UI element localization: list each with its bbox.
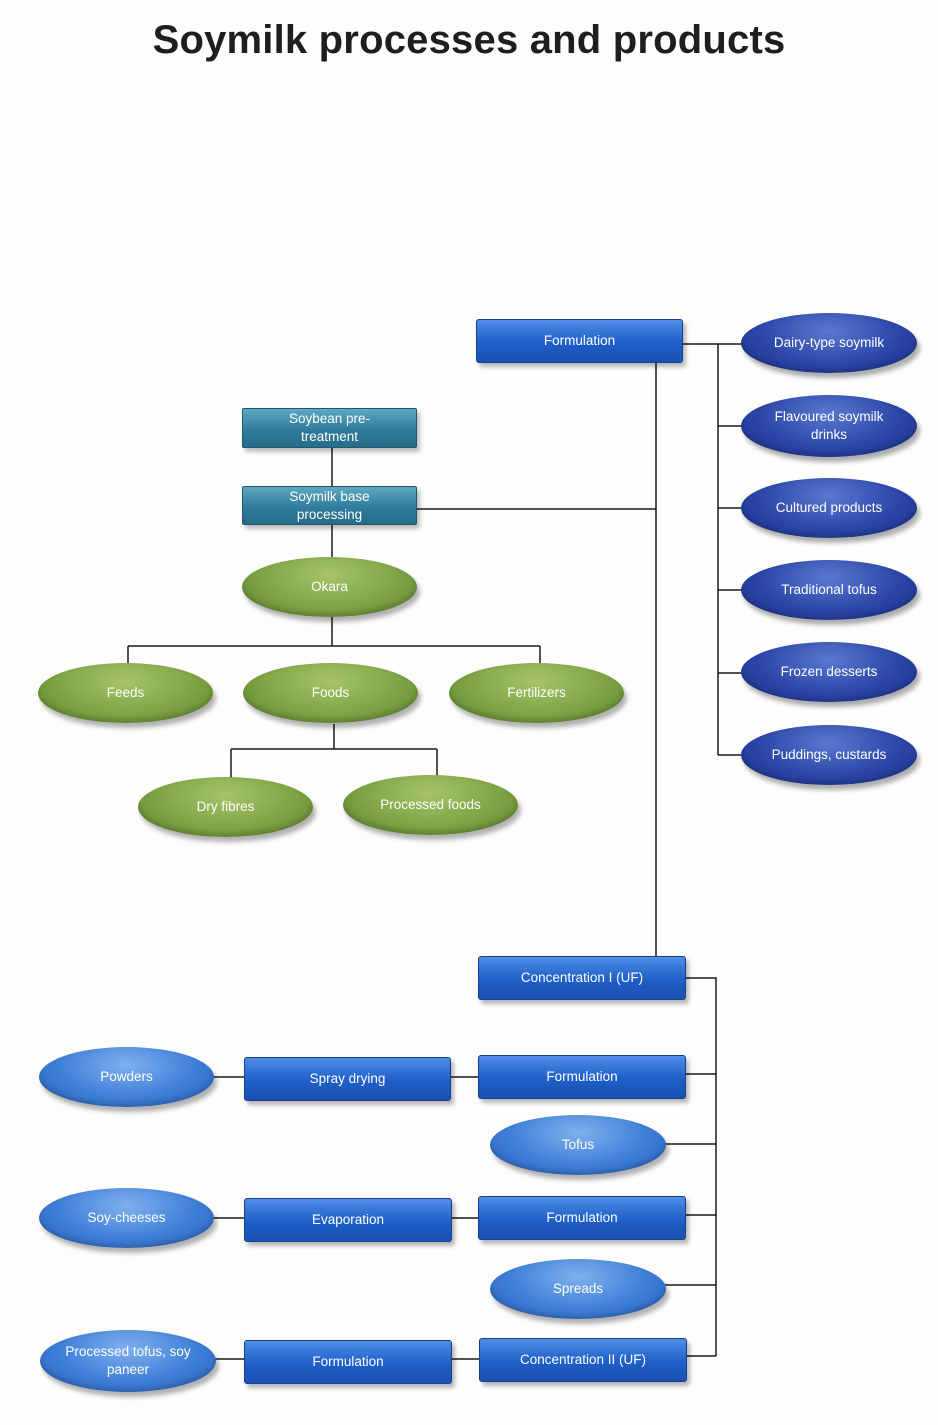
formulation-tofus-box: Formulation (244, 1340, 452, 1384)
frozen-desserts-oval: Frozen desserts (741, 642, 917, 702)
cultured-products-oval: Cultured products (741, 478, 917, 538)
tofus-oval: Tofus (490, 1115, 666, 1175)
traditional-tofus-oval: Traditional tofus (741, 560, 917, 620)
fertilizers-oval: Fertilizers (449, 663, 624, 723)
okara-oval: Okara (242, 557, 417, 617)
processed-tofus-oval: Processed tofus, soy paneer (40, 1330, 216, 1392)
foods-oval: Foods (243, 663, 418, 723)
connector-okara-products (127, 617, 541, 664)
dairy-type-soymilk-oval: Dairy-type soymilk (741, 313, 917, 373)
connector-conc1-bus (686, 977, 717, 1356)
soy-cheeses-oval: Soy-cheeses (39, 1188, 214, 1248)
spreads-oval: Spreads (490, 1259, 666, 1319)
powders-oval: Powders (39, 1047, 214, 1107)
connector-formulation-bus (683, 343, 719, 755)
dry-fibres-oval: Dry fibres (138, 777, 313, 837)
formulation-powders-box: Formulation (478, 1055, 686, 1099)
diagram-title: Soymilk processes and products (152, 18, 786, 62)
connector-foods-sub (230, 724, 438, 778)
soymilk-base-processing-box: Soymilk base processing (242, 486, 417, 525)
formulation-cheeses-box: Formulation (478, 1196, 686, 1240)
soybean-pretreatment-box: Soybean pre-treatment (242, 408, 417, 448)
puddings-custards-oval: Puddings, custards (741, 725, 917, 785)
concentration-1-box: Concentration I (UF) (478, 956, 686, 1000)
formulation-top-box: Formulation (476, 319, 683, 363)
feeds-oval: Feeds (38, 663, 213, 723)
processed-foods-oval: Processed foods (343, 775, 518, 835)
evaporation-box: Evaporation (244, 1198, 452, 1242)
flavoured-soymilk-drinks-oval: Flavoured soymilk drinks (741, 395, 917, 457)
spray-drying-box: Spray drying (244, 1057, 451, 1101)
concentration-2-box: Concentration II (UF) (479, 1338, 687, 1382)
